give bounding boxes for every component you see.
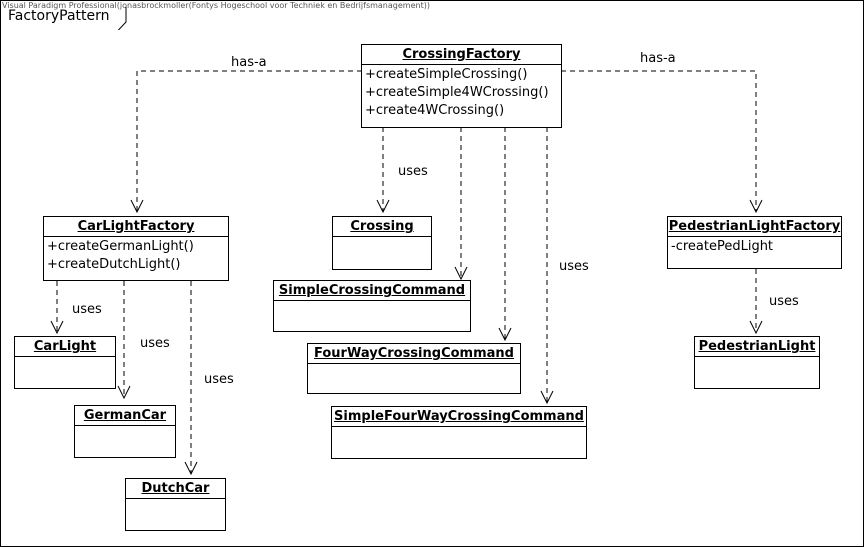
class-name: SimpleCrossingCommand	[274, 281, 470, 301]
arrowhead	[540, 390, 554, 405]
operations: +createGermanLight() +createDutchLight()	[44, 237, 228, 275]
watermark: Visual Paradigm Professional(jonasbrockm…	[2, 1, 430, 10]
class-crossing-factory[interactable]: CrossingFactory +createSimpleCrossing() …	[361, 44, 562, 128]
class-name: FourWayCrossingCommand	[308, 344, 520, 364]
operation: +createDutchLight()	[47, 257, 181, 272]
class-pedlight-factory[interactable]: PedestrianLightFactory -createPedLight	[667, 216, 842, 269]
arrowhead	[184, 461, 198, 476]
operations: +createSimpleCrossing() +createSimple4WC…	[362, 65, 561, 121]
edge-has-a-carlightfactory	[136, 70, 362, 212]
operation: +create4WCrossing()	[365, 103, 505, 118]
class-name: SimpleFourWayCrossingCommand	[332, 407, 586, 427]
class-name: Crossing	[333, 217, 431, 237]
class-carlight[interactable]: CarLight	[14, 336, 116, 389]
class-german-car[interactable]: GermanCar	[74, 405, 176, 458]
label-uses-carlight: uses	[72, 302, 102, 317]
class-name: CarLight	[15, 337, 115, 357]
class-name: GermanCar	[75, 406, 175, 426]
class-simple-four-way-crossing-command[interactable]: SimpleFourWayCrossingCommand	[331, 406, 587, 459]
class-carlight-factory[interactable]: CarLightFactory +createGermanLight() +cr…	[43, 216, 229, 281]
class-name: PedestrianLightFactory	[668, 217, 841, 237]
arrowhead	[498, 327, 512, 342]
class-dutch-car[interactable]: DutchCar	[125, 478, 226, 531]
label-uses-pedestrianlight: uses	[769, 294, 799, 309]
label-has-a-right: has-a	[640, 51, 676, 66]
class-name: PedestrianLight	[695, 337, 819, 357]
label-uses-commands: uses	[559, 259, 589, 274]
arrowhead	[130, 199, 144, 214]
frame-tab	[0, 7, 127, 30]
class-name: CarLightFactory	[44, 217, 228, 237]
arrowhead	[749, 199, 763, 214]
arrowhead	[454, 266, 468, 281]
edge-has-a-pedlightfactory	[561, 70, 757, 212]
arrowhead	[749, 320, 763, 335]
arrowhead	[117, 385, 131, 400]
class-simple-crossing-command[interactable]: SimpleCrossingCommand	[273, 280, 471, 332]
operation: -createPedLight	[671, 239, 774, 254]
class-four-way-crossing-command[interactable]: FourWayCrossingCommand	[307, 343, 521, 394]
class-name: CrossingFactory	[362, 45, 561, 65]
frame-title: FactoryPattern	[8, 8, 110, 24]
label-uses-dutchcar: uses	[204, 372, 234, 387]
arrowhead	[50, 320, 64, 335]
operation: +createGermanLight()	[47, 239, 194, 254]
label-uses-germancar: uses	[140, 336, 170, 351]
class-name: DutchCar	[126, 479, 225, 499]
arrowhead	[376, 199, 390, 214]
class-crossing[interactable]: Crossing	[332, 216, 432, 270]
operation: +createSimpleCrossing()	[365, 67, 528, 82]
class-pedestrian-light[interactable]: PedestrianLight	[694, 336, 820, 389]
operation: +createSimple4WCrossing()	[365, 85, 549, 100]
label-uses-crossing: uses	[398, 164, 428, 179]
label-has-a-left: has-a	[231, 55, 267, 70]
operations: -createPedLight	[668, 237, 841, 257]
